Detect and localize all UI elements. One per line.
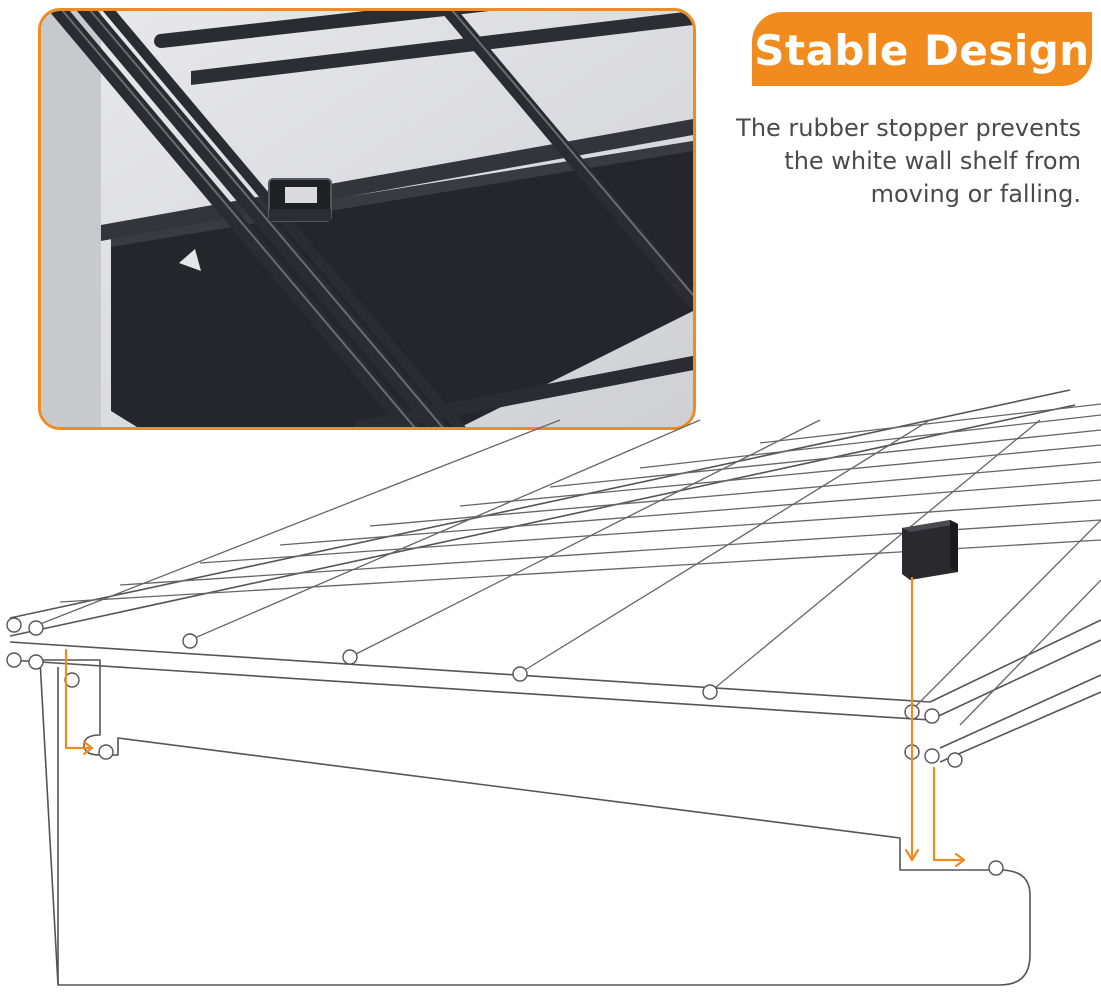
- caption-line-1: The rubber stopper prevents: [736, 114, 1081, 142]
- closeup-inset: [38, 8, 696, 430]
- rubber-stopper-icon: [902, 520, 958, 580]
- feature-caption: The rubber stopper prevents the white wa…: [681, 112, 1081, 211]
- bracket-closeup-illustration: [41, 11, 693, 427]
- caption-line-3: moving or falling.: [870, 180, 1081, 208]
- title-badge: Stable Design: [752, 12, 1092, 86]
- shelf-line-illustration: [6, 389, 1101, 986]
- bracket-plate-outline: [39, 659, 1031, 986]
- down-arrow-icon: [904, 576, 920, 862]
- right-arrow-icon: [932, 766, 966, 868]
- badge-title: Stable Design: [754, 25, 1090, 75]
- down-arrow-icon: [64, 648, 94, 756]
- caption-line-2: the white wall shelf from: [784, 147, 1081, 175]
